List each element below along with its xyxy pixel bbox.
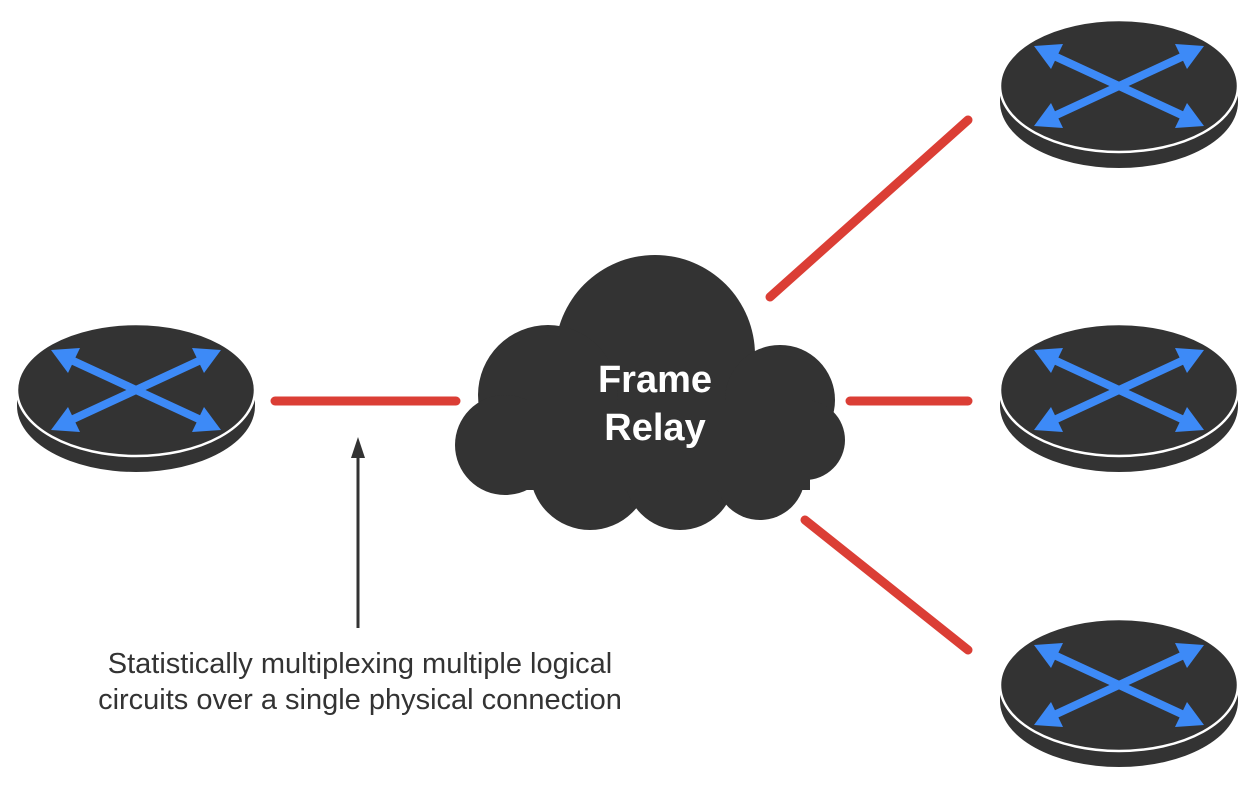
caption-line1: Statistically multiplexing multiple logi… <box>107 648 613 680</box>
router-icon <box>1000 20 1238 168</box>
up-arrow-icon <box>351 437 365 628</box>
link-cloud-to-top-router <box>765 115 973 302</box>
caption-line2: circuits over a single physical connecti… <box>98 684 622 716</box>
router-icon <box>17 324 255 472</box>
router-icon <box>1000 619 1238 767</box>
cloud-label-line2: Relay <box>604 407 705 449</box>
router-icon <box>1000 324 1238 472</box>
caption: Statistically multiplexing multiple logi… <box>40 646 680 718</box>
link-cloud-to-bottom-router <box>800 515 973 655</box>
cloud-icon <box>455 255 845 530</box>
cloud-label-line1: Frame <box>598 359 712 401</box>
